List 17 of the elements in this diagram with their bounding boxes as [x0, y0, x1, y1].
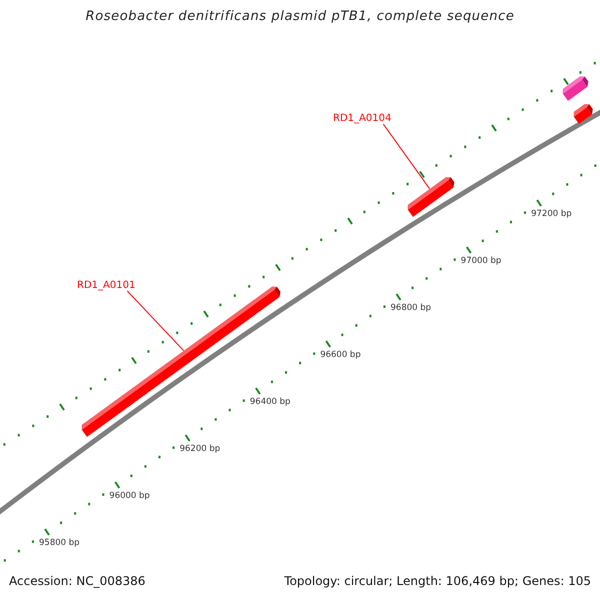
scale-label: 97200 bp	[531, 209, 572, 219]
gene-arrow	[405, 174, 457, 217]
scale-label: 96600 bp	[320, 350, 361, 360]
scale-label: 96800 bp	[390, 303, 432, 313]
scale-label: 95800 bp	[39, 538, 80, 548]
gene-label: RD1_A0104	[333, 113, 392, 124]
gene-arrow	[571, 102, 596, 124]
gene-label: RD1_A0101	[77, 280, 136, 291]
map-title: Roseobacter denitrificans plasmid pTB1, complete sequence	[84, 9, 516, 24]
scale-label: 97000 bp	[460, 256, 502, 266]
gene-arrow	[560, 74, 591, 101]
scale-label: 96400 bp	[250, 397, 290, 407]
leader-line	[382, 124, 430, 190]
scale-label: 96000 bp	[109, 491, 150, 501]
leader-line	[126, 290, 184, 352]
topology-text: Topology: circular; Length: 106,469 bp; Genes: 105	[284, 574, 591, 588]
accession-text: Accession: NC_008386	[9, 574, 146, 588]
